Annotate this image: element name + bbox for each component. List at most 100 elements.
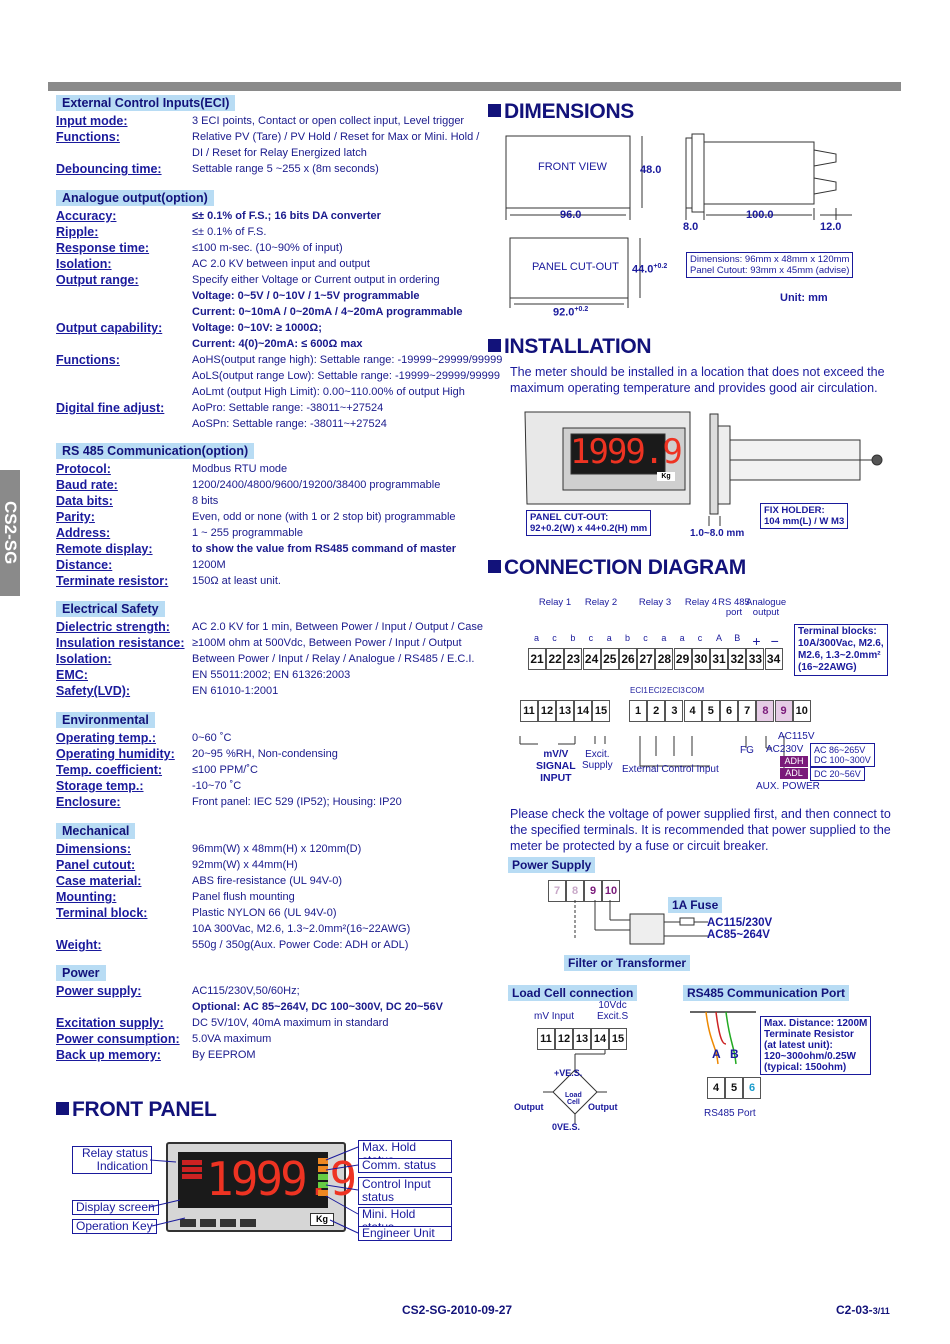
spec-key: Temp. coefficient: <box>56 763 163 777</box>
terminal-28: 28 <box>655 648 674 670</box>
label-max-hold: Max. Hold status <box>358 1140 452 1168</box>
adl-value: DC 20~56V <box>810 767 865 781</box>
spec-key: Enclosure: <box>56 795 121 809</box>
spec-value: 0~60 ˚C <box>192 732 232 744</box>
spec-key: Output range: <box>56 273 139 287</box>
terminal-30: 30 <box>691 648 710 670</box>
terminal-1: 1 <box>629 700 647 722</box>
rs485-title: RS485 Communication Port <box>683 985 850 1001</box>
spec-key: Functions: <box>56 130 120 144</box>
contact-6: c <box>643 633 648 643</box>
spec-value: AC 2.0 KV between input and output <box>192 258 370 270</box>
spec-value: ≥100M ohm at 500Vdc, Between Power / Inp… <box>192 637 462 649</box>
spec-key: Dimensions: <box>56 842 132 856</box>
spec-key: Debouncing time: <box>56 162 162 176</box>
eci-section-title: External Control Inputs(ECI) <box>56 95 236 111</box>
spec-key: Mounting: <box>56 890 117 904</box>
contact-7: a <box>661 633 667 643</box>
spec-value: Panel flush mounting <box>192 891 295 903</box>
terminal-32: 32 <box>728 648 747 670</box>
label-display-screen: Display screen <box>72 1200 159 1215</box>
spec-key: EMC: <box>56 668 88 682</box>
lc-zero: 0VE.S. <box>552 1122 581 1132</box>
spec-key: Excitation supply: <box>56 1016 164 1030</box>
spec-value: Plastic NYLON 66 (UL 94V-0) <box>192 907 337 919</box>
spec-value: ≤100 m-sec. (10~90% of input) <box>192 242 343 254</box>
terminal-22: 22 <box>546 648 565 670</box>
dimensions-title: DIMENSIONS <box>504 100 635 123</box>
environmental-section-title: Environmental <box>56 712 155 728</box>
rs485-a: A <box>712 1047 721 1061</box>
spec-key: Dielectric strength: <box>56 620 170 634</box>
spec-value: AoHS(output range high): Settable range:… <box>192 354 503 366</box>
relay-leds <box>182 1158 204 1198</box>
display-screen: 1999.9 <box>178 1152 357 1208</box>
rs485-b: B <box>730 1047 739 1061</box>
contact-0: a <box>534 633 540 643</box>
terminal-5: 5 <box>701 700 720 722</box>
spec-value: 550g / 350g(Aux. Power Code: ADH or ADL) <box>192 939 409 951</box>
dim-12: 12.0 <box>820 221 842 233</box>
rs-terminal-5: 5 <box>725 1077 743 1099</box>
lc-ves: +VE.S. <box>554 1068 583 1078</box>
spec-key: Weight: <box>56 938 102 952</box>
side-tab: CS2-SG <box>0 470 20 596</box>
spec-key: Operating temp.: <box>56 731 157 745</box>
terminal-26: 26 <box>619 648 637 670</box>
dim-100: 100.0 <box>746 209 774 221</box>
spec-key: Distance: <box>56 558 113 572</box>
spec-value: Voltage: 0~5V / 0~10V / 1~5V programmabl… <box>192 290 420 302</box>
operation-keys[interactable] <box>180 1214 270 1227</box>
eci-label-3: COM <box>685 686 705 695</box>
terminal-8: 8 <box>756 700 775 722</box>
spec-value: AoSPn: Settable range: -38011~+27524 <box>192 418 387 430</box>
spec-value: Even, odd or none (with 1 or 2 stop bit)… <box>192 511 456 523</box>
spec-value: 150Ω at least unit. <box>192 575 281 587</box>
terminal-23: 23 <box>564 648 583 670</box>
spec-value: 1200/2400/4800/9600/19200/38400 programm… <box>192 479 441 491</box>
mechanical-section-title: Mechanical <box>56 823 136 839</box>
lc-terminal-13: 13 <box>573 1028 591 1050</box>
spec-value: Between Power / Input / Relay / Analogue… <box>192 653 475 665</box>
spec-value: Optional: AC 85~264V, DC 100~300V, DC 20… <box>192 1001 444 1013</box>
group-relay-1: Relay 1 <box>538 597 572 608</box>
terminal-29: 29 <box>673 648 692 670</box>
dim-96: 96.0 <box>560 209 582 221</box>
spec-value: 10A 300Vac, M2.6, 1.3~2.0mm²(16~22AWG) <box>192 923 411 935</box>
spec-value: By EEPROM <box>192 1049 256 1061</box>
lc-terminal-11: 11 <box>537 1028 555 1050</box>
spec-value: AoPro: Settable range: -38011~+27524 <box>192 402 384 414</box>
spec-value: AoLS(output range Low): Settable range: … <box>192 370 500 382</box>
install-unit: Kg <box>657 472 675 481</box>
terminal-13: 13 <box>556 700 574 722</box>
terminal-6: 6 <box>720 700 738 722</box>
spec-value: ABS fire-resistance (UL 94V-0) <box>192 875 342 887</box>
adh-badge: ADH <box>780 756 808 767</box>
ps-ac1: AC115/230V <box>707 917 773 929</box>
rs-terminal-4: 4 <box>707 1077 725 1099</box>
ac115-label: AC115V <box>778 731 815 742</box>
connection-title: CONNECTION DIAGRAM <box>504 556 746 579</box>
install-gap: 1.0~8.0 mm <box>690 528 745 539</box>
ps-ac2: AC85~264V <box>707 929 770 941</box>
spec-value: EN 61010-1:2001 <box>192 685 279 697</box>
spec-value: AoLmt (output High Limit): 0.00~110.00% … <box>192 386 465 398</box>
contact-11: B <box>734 633 741 643</box>
spec-value: to show the value from RS485 command of … <box>192 543 457 555</box>
install-holder-note: FIX HOLDER:104 mm(L) / W M3 <box>760 503 849 529</box>
spec-key: Terminate resistor: <box>56 574 169 588</box>
filter-label: Filter or Transformer <box>564 955 691 971</box>
spec-value: DI / Reset for Relay Energized latch <box>192 147 367 159</box>
ac230-label: AC230V <box>766 744 804 755</box>
front-view-label: FRONT VIEW <box>538 161 607 173</box>
install-display-value: 1999.9 <box>570 432 683 472</box>
installation-drawing <box>524 411 883 526</box>
eci-label-1: ECI2 <box>648 686 667 695</box>
safety-section-title: Electrical Safety <box>56 601 165 617</box>
spec-value: 3 ECI points, Contact or open collect in… <box>192 115 465 127</box>
spec-key: Storage temp.: <box>56 779 144 793</box>
ps-terminal-9: 9 <box>584 880 602 902</box>
spec-value: ≤100 PPM/˚C <box>192 764 258 776</box>
